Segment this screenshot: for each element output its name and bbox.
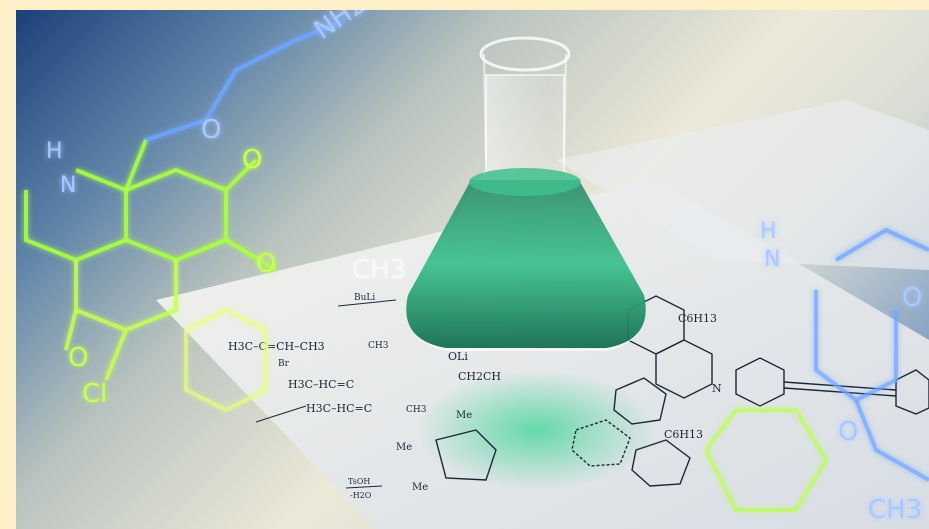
formula-line-2: H3C–HC=C <box>288 378 354 391</box>
label-o-right-1: O <box>902 283 922 313</box>
label-o-lower: O <box>68 343 88 373</box>
label-cl: Cl <box>82 379 107 409</box>
chemistry-photo: BuLi H3C–C=CH–CH3 Br CH3 OLi H3C–HC=C CH… <box>16 10 929 529</box>
flask-reflection <box>416 370 656 490</box>
formula-buli: BuLi <box>354 293 375 303</box>
formula-br: Br <box>278 359 290 369</box>
label-n-left: N <box>60 173 76 198</box>
formula-ch3-a: CH3 <box>368 341 389 351</box>
label-ch3-faint: CH3 <box>352 255 406 285</box>
erlenmeyer-flask <box>406 36 646 351</box>
flask-rim <box>479 36 571 72</box>
formula-me-2: Me <box>396 442 412 453</box>
formula-ch2: CH2CH <box>458 370 501 383</box>
label-o-top: O <box>201 115 221 145</box>
formula-h2o: -H2O <box>350 491 372 500</box>
paper-sheet-back <box>556 100 929 270</box>
formula-ch3-b: CH3 <box>406 405 427 415</box>
label-o-right-2: O <box>838 417 858 447</box>
label-n-right: N <box>764 247 780 272</box>
paper-sheet <box>156 180 929 529</box>
polycyclic-labels: C6H13 C6H13 N <box>664 312 722 441</box>
label-c6h13-b: C6H13 <box>664 428 703 441</box>
label-o-carbonyl: O <box>242 145 262 175</box>
formula-line-3: H3C–HC=C <box>306 402 372 415</box>
formula-me-1: Me <box>456 410 472 421</box>
formula-tsoh: TsOH <box>348 477 370 486</box>
formula-me-3: Me <box>412 482 428 493</box>
formula-oli: OLi <box>448 350 468 363</box>
label-o-ester: O <box>256 249 276 279</box>
formula-line-1: H3C–C=CH–CH3 <box>228 340 325 353</box>
label-h-left: H <box>46 139 63 164</box>
label-ch3-right: CH3 <box>868 495 922 525</box>
scene-svg: BuLi H3C–C=CH–CH3 Br CH3 OLi H3C–HC=C CH… <box>24 10 929 529</box>
label-n: N <box>712 382 722 395</box>
green-liquid <box>406 180 646 348</box>
label-h-right: H <box>760 219 777 244</box>
overlay-molecule <box>24 18 929 512</box>
paper-formulas: BuLi H3C–C=CH–CH3 Br CH3 OLi H3C–HC=C CH… <box>228 293 501 500</box>
label-c6h13-a: C6H13 <box>678 312 717 325</box>
label-nh2: NH2 <box>309 10 372 46</box>
